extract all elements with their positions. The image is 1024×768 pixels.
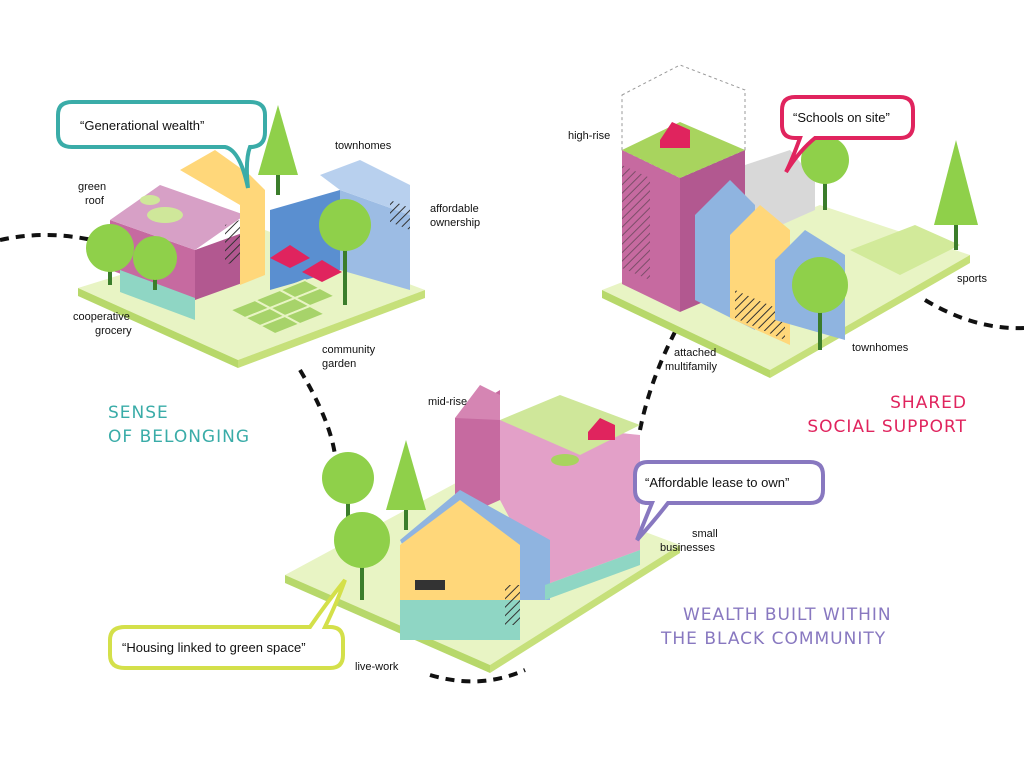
- label-garden: garden: [322, 358, 356, 370]
- midrise-gable: [455, 385, 500, 420]
- label-mid-rise: mid-rise: [428, 396, 467, 408]
- label-community: community: [322, 344, 376, 356]
- callout-housing-green-space: “Housing linked to green space”: [108, 578, 347, 670]
- canopy-1: [270, 245, 310, 268]
- quote-housing-green-space: “Housing linked to green space”: [122, 640, 306, 655]
- label-green-roof-1: green: [78, 181, 106, 193]
- label-multifamily: multifamily: [665, 361, 717, 373]
- callout-schools-on-site: “Schools on site”: [780, 95, 915, 174]
- roof-house-red-bottom: [588, 418, 615, 440]
- dashed-connectors: [0, 233, 1024, 684]
- roof-garden-1: [147, 207, 183, 223]
- livework-stair: [415, 580, 445, 590]
- quote-affordable-lease: “Affordable lease to own”: [645, 475, 789, 490]
- conifer-right: [934, 140, 978, 250]
- conifer-left: [258, 105, 298, 195]
- ground-edge-bottom-b: [490, 545, 680, 673]
- livework-hatch: [505, 585, 520, 625]
- yellow-hatch: [225, 220, 240, 265]
- heading-social-1: SHARED: [890, 393, 967, 413]
- label-high-rise: high-rise: [568, 130, 610, 142]
- cluster-wealth-built: “Affordable lease to own” “Housing linke…: [108, 385, 892, 673]
- midrise-roof-garden: [551, 454, 579, 466]
- heading-social-2: SOCIAL SUPPORT: [807, 417, 967, 437]
- callout-generational-wealth: “Generational wealth”: [56, 100, 267, 189]
- highrise-hatch: [622, 165, 650, 280]
- label-townhomes-top: townhomes: [335, 140, 392, 152]
- cluster-shared-social-support: “Schools on site” high-rise sports attac…: [568, 64, 987, 437]
- label-ownership: ownership: [430, 217, 480, 229]
- label-attached: attached: [674, 347, 716, 359]
- grocery-base: [120, 270, 195, 320]
- canopy-2: [302, 260, 342, 282]
- ground-edge-left: [78, 288, 238, 368]
- label-grocery: grocery: [95, 325, 132, 337]
- label-cooperative: cooperative: [73, 311, 130, 323]
- label-affordable: affordable: [430, 203, 479, 215]
- heading-belonging-2: OF BELONGING: [108, 427, 250, 447]
- connector-bottom-to-right: [638, 329, 678, 431]
- ground-edge-right: [238, 290, 425, 368]
- roof-house-red: [660, 122, 690, 148]
- sports-field: [850, 225, 960, 275]
- label-townhomes-right: townhomes: [852, 342, 909, 354]
- roof-garden-2: [140, 195, 160, 205]
- livework-ground-floor: [400, 600, 520, 640]
- tree-left-2: [133, 236, 177, 290]
- yellow-building: [180, 150, 265, 285]
- townhomes-blue-roof: [320, 160, 410, 215]
- tree-right-1: [801, 136, 849, 210]
- affordable-hatch: [390, 200, 410, 230]
- quote-schools-on-site: “Schools on site”: [793, 110, 890, 125]
- midrise-front: [455, 390, 500, 520]
- label-green-roof-2: roof: [85, 195, 105, 207]
- multifamily-hatch: [735, 290, 785, 340]
- tree-bottom-2: [334, 512, 390, 600]
- highrise-roof: [622, 122, 745, 178]
- cluster-sense-of-belonging: “Generational wealth” green roof townhom…: [56, 100, 480, 447]
- heading-wealth-2: THE BLACK COMMUNITY: [660, 629, 886, 649]
- connector-right-edge: [923, 298, 1024, 331]
- connector-bottom-tail: [429, 668, 526, 684]
- tree-right-2: [792, 257, 848, 350]
- callout-affordable-lease: “Affordable lease to own”: [633, 460, 825, 542]
- quote-generational-wealth: “Generational wealth”: [80, 118, 204, 133]
- label-sports: sports: [957, 273, 987, 285]
- community-garden-plots: [227, 278, 338, 336]
- connector-left-edge: [0, 233, 93, 242]
- tree-left-3: [319, 199, 371, 305]
- small-business-strip: [545, 550, 640, 600]
- heading-wealth-1: WEALTH BUILT WITHIN: [683, 605, 892, 625]
- connector-left-to-bottom: [298, 368, 337, 456]
- ground-edge-right-a: [602, 290, 770, 378]
- tree-bottom-1: [322, 452, 374, 540]
- conifer-bottom: [386, 440, 426, 530]
- label-small: small: [692, 528, 718, 540]
- label-live-work: live-work: [355, 661, 399, 673]
- label-businesses: businesses: [660, 542, 716, 554]
- tree-left-1: [86, 224, 134, 285]
- heading-belonging-1: SENSE: [108, 403, 169, 423]
